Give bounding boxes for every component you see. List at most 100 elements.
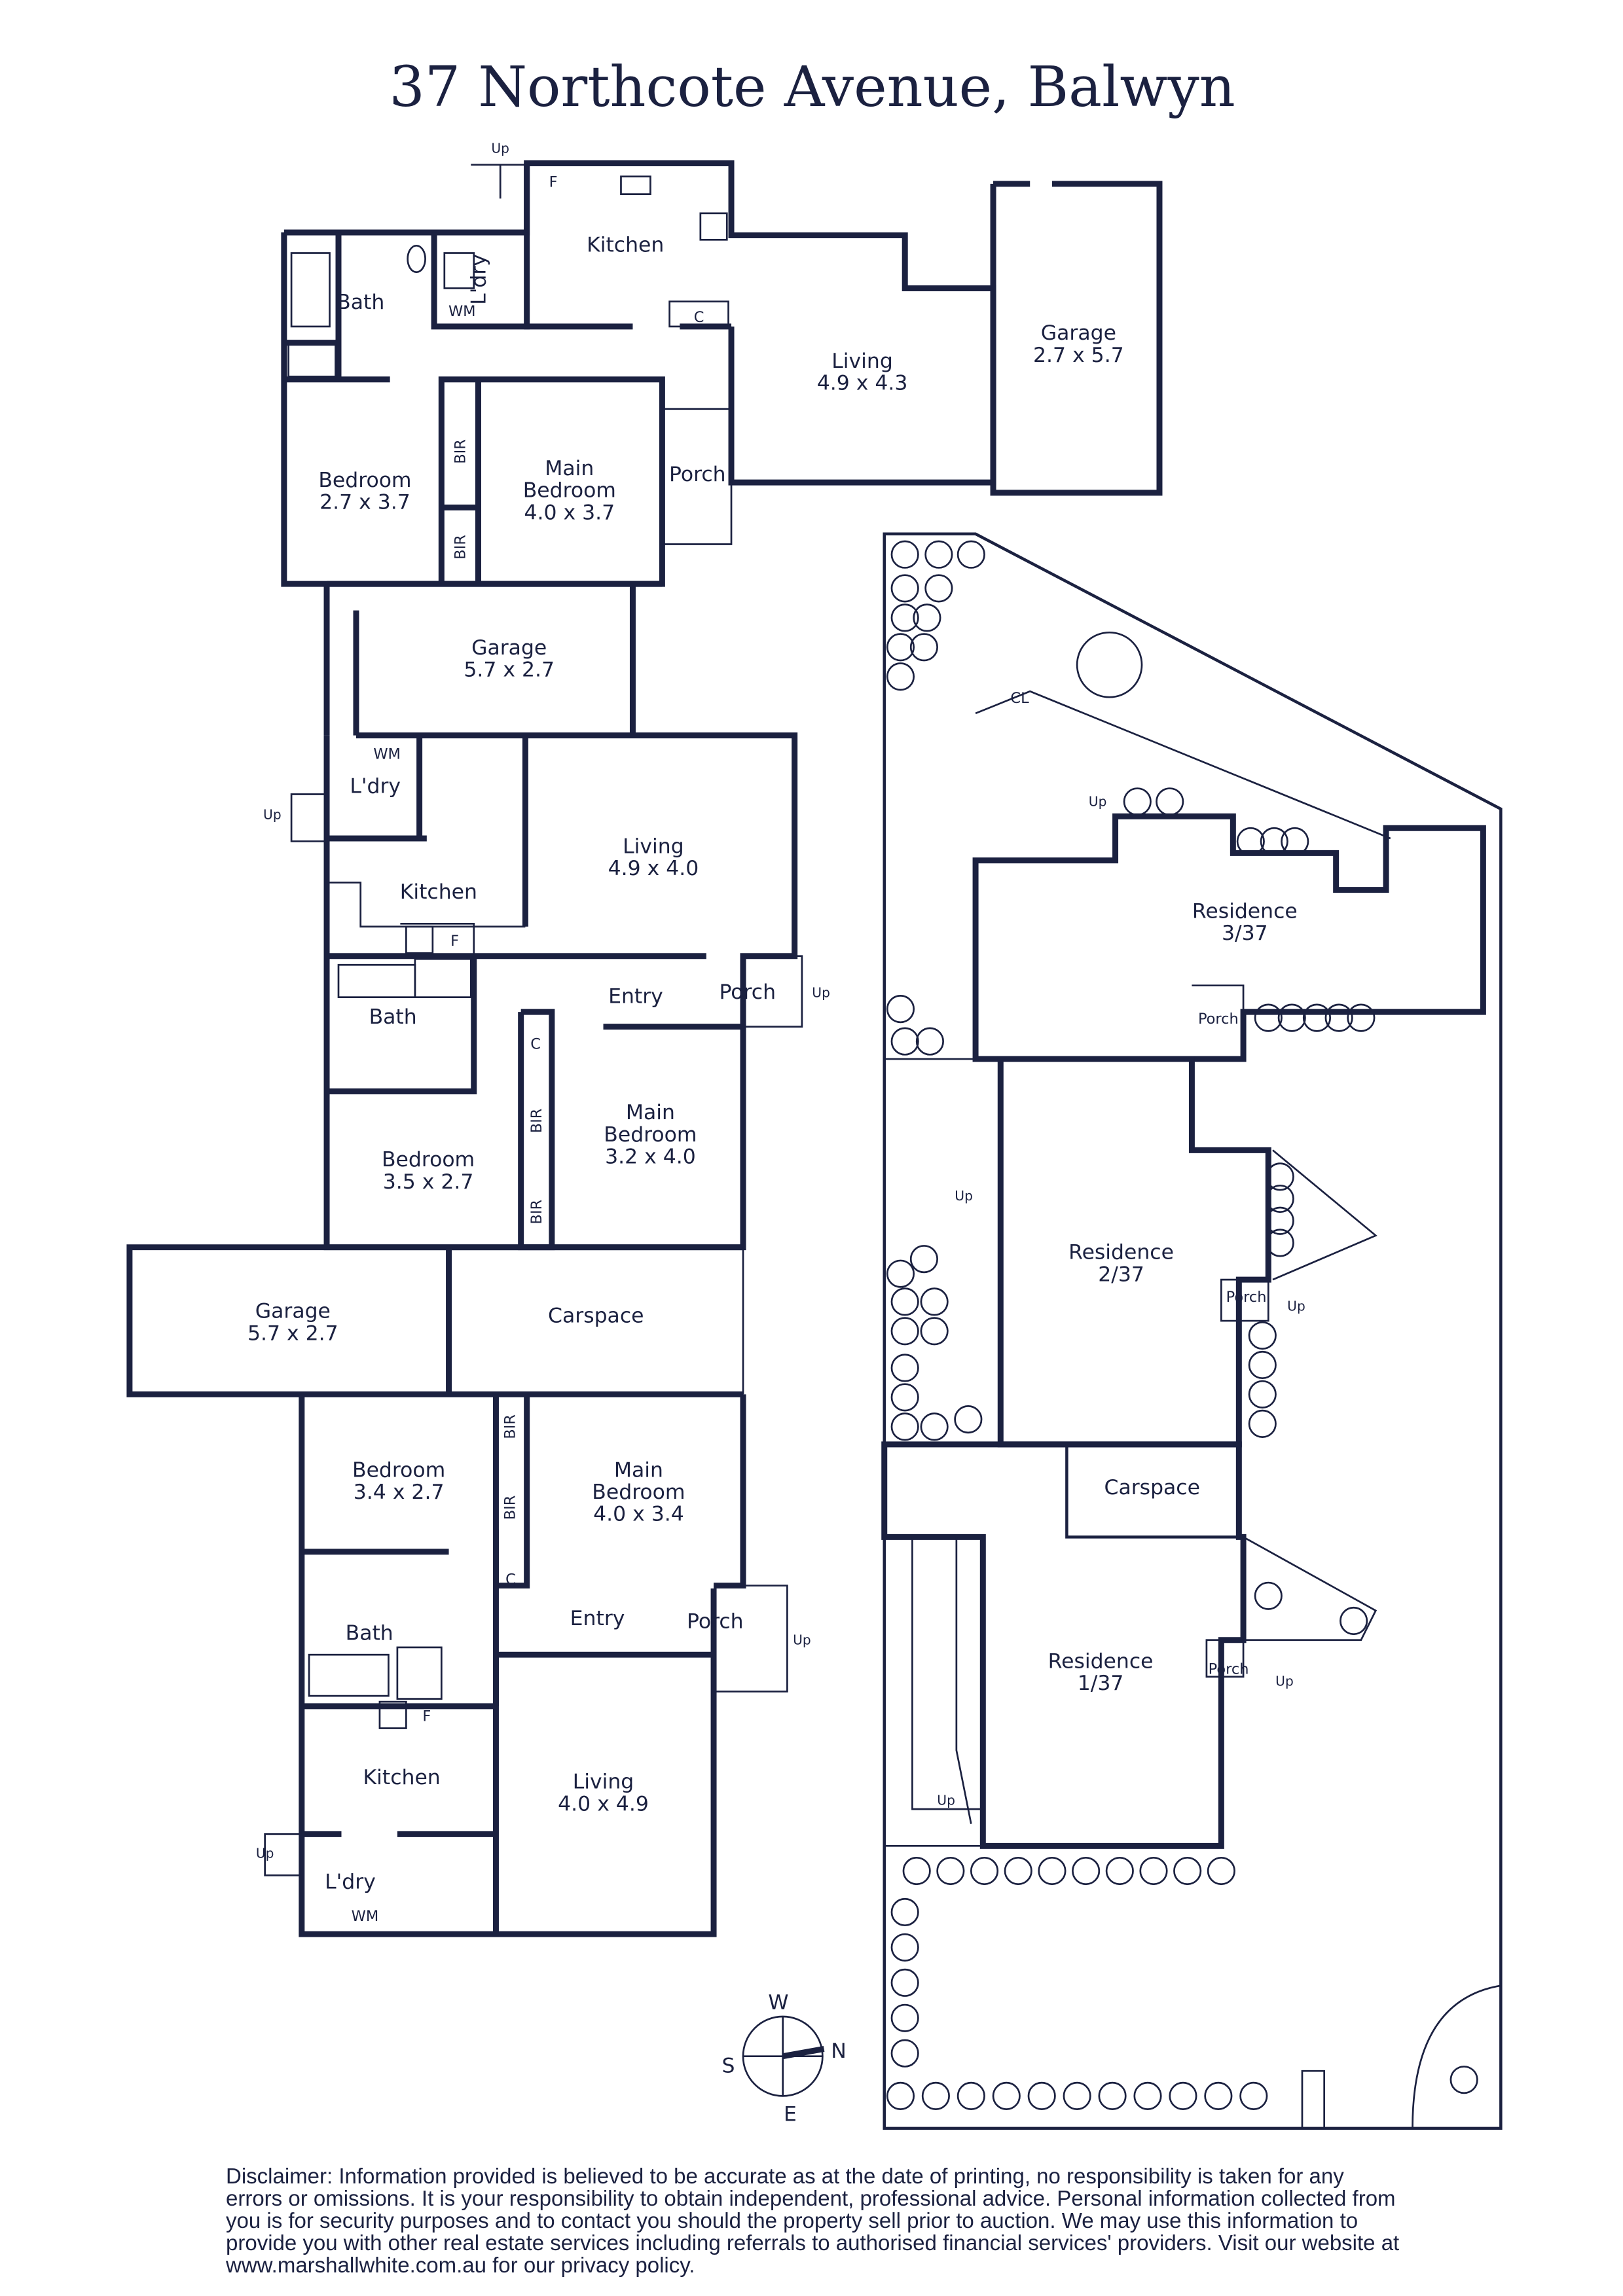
living-label: Living bbox=[623, 834, 684, 858]
main-bedroom-dims: 3.2 x 4.0 bbox=[605, 1145, 696, 1169]
tree-icon bbox=[1063, 2081, 1091, 2110]
tree-icon bbox=[1133, 2081, 1162, 2110]
bath-label: Bath bbox=[337, 291, 384, 314]
tree-icon bbox=[890, 2039, 919, 2068]
living-label: Living bbox=[831, 350, 893, 373]
tree-icon bbox=[1139, 1856, 1168, 1886]
tree-icon bbox=[1236, 827, 1265, 856]
bir-label: BIR bbox=[528, 1109, 545, 1134]
unit-middle-walls bbox=[290, 581, 803, 1251]
main-bedroom-label-2: Bedroom bbox=[604, 1123, 697, 1147]
carspace-label: Carspace bbox=[548, 1304, 644, 1327]
tree-icon bbox=[957, 2081, 985, 2110]
tree-icon bbox=[909, 633, 938, 662]
tree-icon bbox=[886, 995, 915, 1024]
tree-icon bbox=[890, 1287, 919, 1316]
garage-dims: 5.7 x 2.7 bbox=[464, 658, 555, 682]
up-label: Up bbox=[256, 1845, 274, 1861]
tree-icon bbox=[1260, 827, 1288, 856]
tree-icon bbox=[970, 1856, 999, 1886]
compass-e: E bbox=[784, 2103, 797, 2126]
main-bedroom-label: Main bbox=[614, 1458, 663, 1482]
compass bbox=[742, 2015, 825, 2097]
tree-icon bbox=[1173, 1856, 1202, 1886]
residence-3-number: 3/37 bbox=[1222, 922, 1268, 945]
tree-icon bbox=[1266, 1184, 1294, 1213]
laundry-label: L'dry bbox=[350, 774, 401, 798]
tree-icon bbox=[1248, 1409, 1277, 1438]
kitchen-label: Kitchen bbox=[400, 880, 477, 904]
fridge-label: F bbox=[422, 1708, 431, 1725]
tree-icon bbox=[1204, 2081, 1233, 2110]
tree-icon bbox=[890, 2003, 919, 2032]
residence-1-number: 1/37 bbox=[1078, 1672, 1124, 1695]
bath-label: Bath bbox=[369, 1005, 417, 1029]
tree-icon bbox=[1340, 1606, 1368, 1636]
tree-icon bbox=[924, 574, 953, 603]
bir-label: BIR bbox=[452, 535, 469, 560]
wm-label: WM bbox=[448, 303, 476, 320]
wm-label: WM bbox=[373, 746, 401, 763]
up-label: Up bbox=[955, 1188, 973, 1204]
kitchen-label: Kitchen bbox=[587, 233, 664, 257]
tree-icon bbox=[890, 574, 919, 603]
porch-label: Porch bbox=[1198, 1011, 1239, 1028]
unit-bottom-walls bbox=[126, 1244, 788, 1937]
tree-icon bbox=[1248, 1380, 1277, 1408]
bir-label: BIR bbox=[502, 1496, 519, 1520]
tree-icon bbox=[890, 1027, 919, 1056]
tree-icon bbox=[1266, 1162, 1294, 1191]
tree-icon bbox=[1239, 2081, 1268, 2110]
bedroom-dims: 2.7 x 3.7 bbox=[319, 491, 410, 514]
porch-label: Porch bbox=[1226, 1289, 1267, 1306]
residence-2-number: 2/37 bbox=[1098, 1263, 1144, 1286]
entry-label: Entry bbox=[608, 985, 663, 1009]
living-dims: 4.9 x 4.3 bbox=[817, 372, 908, 395]
disclaimer: Disclaimer: Information provided is beli… bbox=[226, 2164, 1400, 2277]
main-bedroom-label: Main bbox=[626, 1101, 675, 1124]
garage-label: Garage bbox=[471, 636, 547, 660]
tree-icon bbox=[1169, 2081, 1197, 2110]
tree-icon bbox=[890, 1383, 919, 1412]
tree-icon bbox=[921, 2081, 950, 2110]
kitchen-label: Kitchen bbox=[363, 1766, 441, 1789]
tree-icon bbox=[1281, 827, 1309, 856]
porch-label: Porch bbox=[1209, 1660, 1249, 1677]
bedroom-dims: 3.4 x 2.7 bbox=[354, 1480, 445, 1504]
tree-icon bbox=[1207, 1856, 1235, 1886]
tree-icon bbox=[890, 1317, 919, 1346]
tree-icon bbox=[902, 1856, 931, 1886]
tree-icon bbox=[954, 1405, 983, 1434]
porch-label: Porch bbox=[687, 1610, 744, 1634]
tree-icon bbox=[920, 1317, 949, 1346]
garage-label: Garage bbox=[1041, 321, 1116, 345]
tree-icon bbox=[890, 540, 919, 569]
tree-icon bbox=[915, 1027, 944, 1056]
cupboard-label: C bbox=[694, 309, 704, 326]
cl-label: CL bbox=[1010, 690, 1029, 707]
bedroom-label: Bedroom bbox=[318, 469, 411, 492]
cupboard-label: C bbox=[530, 1035, 541, 1052]
tree-icon bbox=[992, 2081, 1021, 2110]
tree-icon bbox=[936, 1856, 965, 1886]
cupboard-label: C bbox=[505, 1571, 516, 1588]
living-dims: 4.0 x 4.9 bbox=[558, 1792, 649, 1816]
tree-icon bbox=[1254, 1003, 1283, 1032]
main-bedroom-label-2: Bedroom bbox=[592, 1480, 685, 1504]
up-label: Up bbox=[1275, 1673, 1294, 1689]
tree-icon bbox=[890, 1933, 919, 1962]
tree-icon bbox=[1038, 1856, 1067, 1886]
garage-dims: 5.7 x 2.7 bbox=[247, 1321, 338, 1345]
tree-icon bbox=[1266, 1206, 1294, 1235]
compass-s: S bbox=[722, 2054, 735, 2077]
tree-icon bbox=[886, 2081, 915, 2110]
bedroom-label: Bedroom bbox=[382, 1148, 475, 1172]
tree-icon bbox=[890, 603, 919, 632]
fridge-label: F bbox=[450, 933, 459, 950]
residence-2-label: Residence bbox=[1068, 1241, 1174, 1265]
porch-label: Porch bbox=[669, 463, 726, 486]
main-bedroom-label-2: Bedroom bbox=[523, 479, 616, 503]
residence-3-label: Residence bbox=[1192, 899, 1298, 923]
tree-icon bbox=[1347, 1003, 1376, 1032]
main-bedroom-label: Main bbox=[545, 457, 594, 480]
